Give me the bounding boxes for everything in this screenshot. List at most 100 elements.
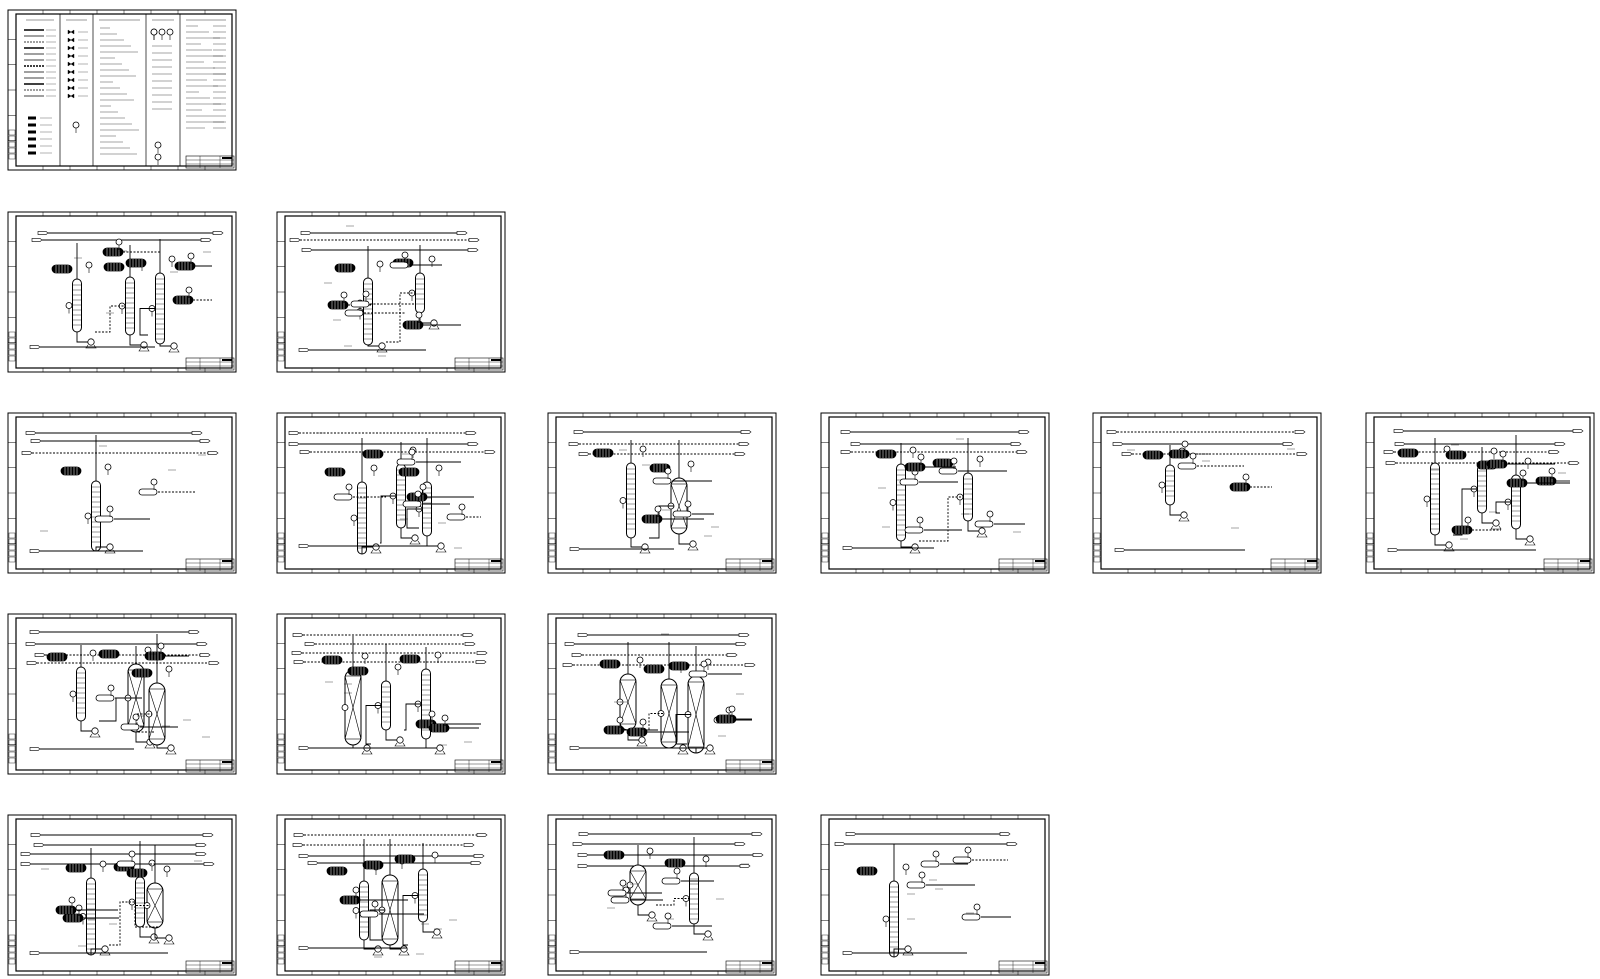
legend-sheet[interactable] xyxy=(7,9,237,171)
title-block xyxy=(998,558,1048,572)
pid-sheet[interactable] xyxy=(7,211,237,373)
instrument-bubble-icon xyxy=(435,464,443,476)
drum-icon xyxy=(652,922,672,930)
drum-icon xyxy=(952,856,972,864)
pid-sheet[interactable] xyxy=(276,613,506,775)
instrument-bubble-icon xyxy=(964,846,972,858)
pid-sheet[interactable] xyxy=(1365,412,1595,574)
distillation-column-icon xyxy=(1477,464,1487,514)
pid-sheet[interactable] xyxy=(7,814,237,976)
title-block xyxy=(1543,558,1593,572)
distillation-column-icon xyxy=(626,462,636,539)
instrument-bubble-icon xyxy=(428,255,436,267)
drum-icon xyxy=(138,488,158,496)
instrument-bubble-icon xyxy=(1490,447,1498,459)
heat-exchanger-icon xyxy=(172,295,194,305)
drum-icon xyxy=(961,913,981,921)
title-block xyxy=(725,759,775,773)
instrument-bubble-icon xyxy=(408,448,416,460)
drum-icon xyxy=(607,889,627,897)
pid-sheet[interactable] xyxy=(1092,412,1322,574)
pid-sheet[interactable] xyxy=(820,814,1050,976)
heat-exchanger-icon xyxy=(46,652,68,662)
distillation-column-icon xyxy=(359,880,369,941)
instrument-bubble-icon xyxy=(976,455,984,467)
heat-exchanger-icon xyxy=(126,868,148,878)
pump-icon xyxy=(89,727,101,738)
instrument-bubble-icon xyxy=(132,713,140,725)
title-block xyxy=(998,960,1048,974)
heat-exchanger-icon xyxy=(60,466,82,476)
instrument-bubble-icon xyxy=(370,464,378,476)
instrument-bubble-icon xyxy=(150,28,158,40)
instrument-bubble-icon xyxy=(636,656,644,668)
heat-exchanger-icon xyxy=(1451,525,1473,535)
pump-icon xyxy=(687,540,699,551)
heat-exchanger-icon xyxy=(131,668,153,678)
instrument-bubble-icon xyxy=(639,718,647,730)
process-flow-diagram xyxy=(25,630,220,755)
process-flow-diagram xyxy=(840,430,1030,554)
pid-sheet[interactable] xyxy=(276,814,506,976)
heat-exchanger-icon xyxy=(103,262,125,272)
instrument-bubble-icon xyxy=(889,499,897,511)
distillation-column-icon xyxy=(889,880,899,958)
heat-exchanger-icon xyxy=(428,723,450,733)
instrument-bubble-icon xyxy=(1519,469,1527,481)
heat-exchanger-icon xyxy=(51,264,73,274)
instrument-bubble-icon xyxy=(352,907,360,919)
title-block xyxy=(725,558,775,572)
instrument-bubble-icon xyxy=(158,28,166,40)
pump-icon xyxy=(104,543,116,554)
instrument-bubble-icon xyxy=(441,714,449,726)
pid-sheet[interactable] xyxy=(7,412,237,574)
instrument-bubble-icon xyxy=(128,898,136,910)
heat-exchanger-icon xyxy=(1397,448,1419,458)
pid-sheet[interactable] xyxy=(7,613,237,775)
drum-icon xyxy=(899,478,919,486)
pid-sheet[interactable] xyxy=(276,211,506,373)
pid-sheet[interactable] xyxy=(547,412,777,574)
process-flow-diagram xyxy=(562,633,756,755)
heat-exchanger-icon xyxy=(1142,450,1164,460)
pid-sheet[interactable] xyxy=(547,814,777,976)
instrument-bubble-icon xyxy=(639,445,647,457)
instrument-bubble-icon xyxy=(115,238,123,250)
drum-icon xyxy=(920,860,940,868)
instrument-bubble-icon xyxy=(434,651,442,663)
title-block xyxy=(1270,558,1320,572)
pump-icon xyxy=(398,945,410,956)
process-flow-diagram xyxy=(569,832,764,954)
instrument-bubble-icon xyxy=(1524,457,1532,469)
heat-exchanger-icon xyxy=(394,854,416,864)
heat-exchanger-icon xyxy=(1168,449,1190,459)
instrument-bubble-icon xyxy=(350,514,358,526)
heat-exchanger-icon xyxy=(347,666,369,676)
drum-icon xyxy=(350,300,370,308)
instrument-bubble-icon xyxy=(986,510,994,522)
heat-exchanger-icon xyxy=(399,654,421,664)
pid-sheet[interactable] xyxy=(820,412,1050,574)
pid-sheet[interactable] xyxy=(547,613,777,775)
instrument-bubble-icon xyxy=(84,512,92,524)
instrument-bubble-icon xyxy=(106,505,114,517)
instrument-bubble-icon xyxy=(165,665,173,677)
instrument-bubble-icon xyxy=(626,881,634,893)
title-block xyxy=(185,155,235,169)
instrument-bubble-icon xyxy=(1242,473,1250,485)
heat-exchanger-icon xyxy=(65,863,87,873)
heat-exchanger-icon xyxy=(398,467,420,477)
pid-sheet[interactable] xyxy=(276,412,506,574)
instrument-bubble-icon xyxy=(902,863,910,875)
drum-icon xyxy=(95,694,115,702)
instrument-bubble-icon xyxy=(99,860,107,872)
instrument-bubble-icon xyxy=(185,286,193,298)
pump-icon xyxy=(1443,541,1455,552)
pump-icon xyxy=(99,945,111,956)
process-flow-diagram xyxy=(568,430,752,554)
heat-exchanger-icon xyxy=(402,320,424,330)
instrument-bubble-icon xyxy=(394,663,402,675)
instrument-bubble-icon xyxy=(619,879,627,891)
distillation-column-icon xyxy=(1430,462,1440,536)
instrument-bubble-icon xyxy=(69,690,77,702)
